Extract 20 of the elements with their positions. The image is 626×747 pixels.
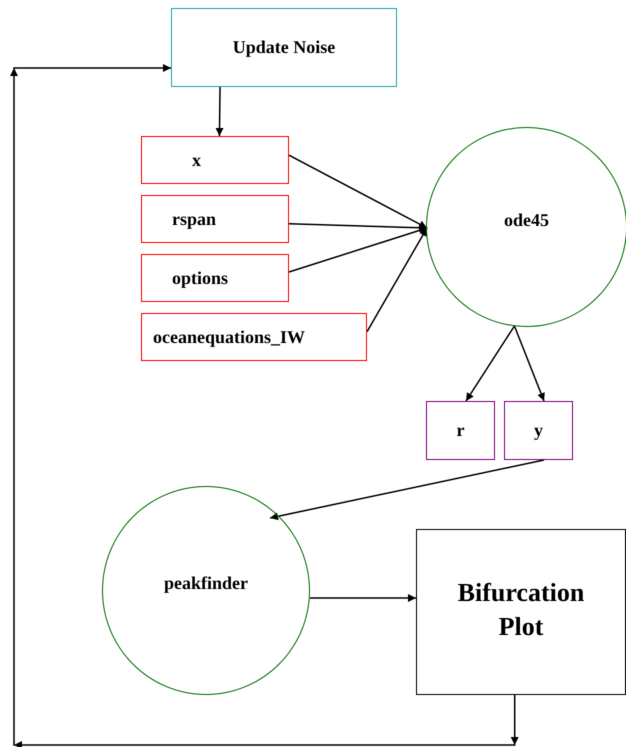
node-label: x (192, 150, 201, 170)
result-box (416, 529, 626, 695)
node-label: r (456, 420, 464, 441)
function-circle (426, 127, 626, 327)
node-label: y (534, 420, 543, 441)
input-box (141, 313, 367, 361)
node-label: options (172, 268, 228, 288)
input-box (141, 136, 289, 184)
input-box (141, 195, 289, 243)
process-box (171, 8, 397, 87)
node-label: rspan (172, 208, 216, 230)
function-circle (102, 486, 310, 695)
node-label: Update Noise (232, 37, 336, 58)
node-label: Bifurcation Plot (456, 577, 586, 643)
node-label: ode45 (504, 210, 549, 231)
output-box (426, 401, 495, 460)
input-box (141, 254, 289, 302)
node-label: peakfinder (164, 573, 248, 594)
node-label: oceanequations_IW (153, 326, 306, 348)
output-box (504, 401, 573, 460)
